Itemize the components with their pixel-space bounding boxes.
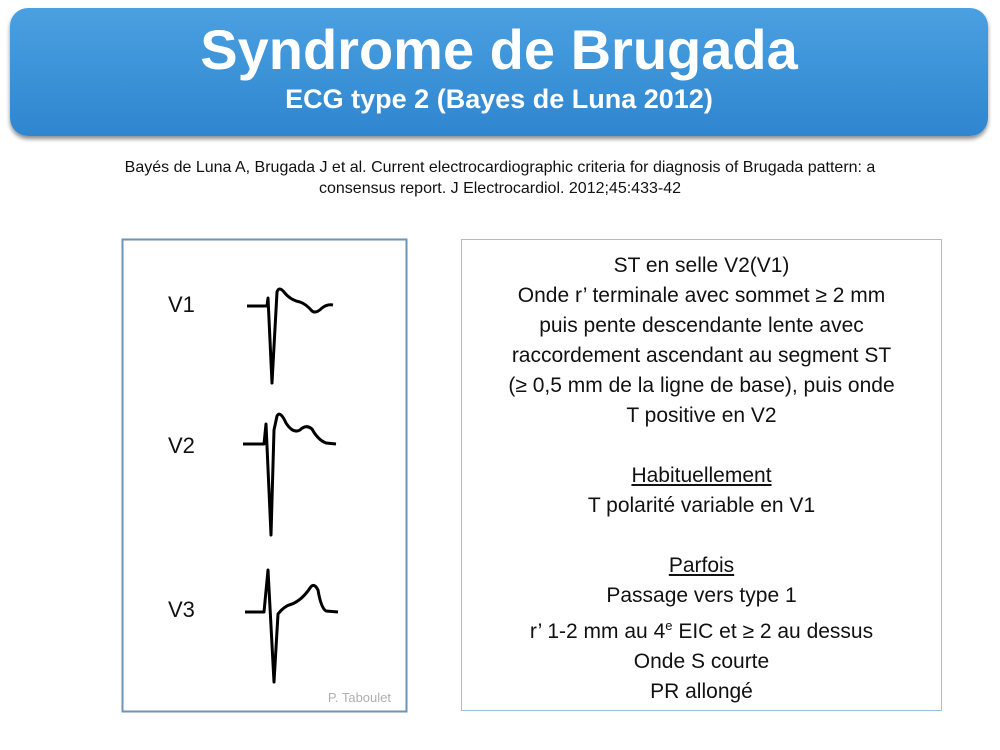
- reference-citation: Bayés de Luna A, Brugada J et al. Curren…: [20, 157, 980, 199]
- ecg-trace-v1: [247, 287, 334, 385]
- ecg-trace-v2: [243, 412, 337, 537]
- criteria-line: (≥ 0,5 mm de la ligne de base), puis ond…: [508, 374, 895, 397]
- sometimes-line: Onde S courte: [633, 650, 770, 673]
- citation-line: Bayés de Luna A, Brugada J et al. Curren…: [124, 159, 876, 176]
- ecg-panel: [121, 238, 408, 713]
- criteria-box: ST en selle V2(V1) Onde r’ terminale ave…: [461, 239, 942, 711]
- superscript: e: [665, 618, 673, 633]
- text-part: r’ 1-2 mm au 4: [529, 620, 666, 643]
- criteria-line: puis pente descendante lente avec: [539, 314, 864, 337]
- sometimes-line: Passage vers type 1: [606, 584, 797, 607]
- sometimes-line: PR allongé: [650, 680, 753, 703]
- sometimes-line: r’ 1-2 mm au 4e EIC et ≥ 2 au dessus: [462, 611, 941, 647]
- criteria-line: T positive en V2: [626, 404, 777, 427]
- usually-heading: Habituellement: [631, 464, 772, 487]
- criteria-line: Onde r’ terminale avec sommet ≥ 2 mm: [517, 284, 886, 307]
- slide-subtitle: ECG type 2 (Bayes de Luna 2012): [285, 84, 713, 114]
- title-banner: Syndrome de Brugada ECG type 2 (Bayes de…: [10, 8, 988, 136]
- sometimes-heading: Parfois: [668, 554, 735, 577]
- lead-label-v2: V2: [168, 433, 195, 458]
- ecg-trace-v3: [245, 568, 339, 684]
- criteria-line: ST en selle V2(V1): [613, 254, 790, 277]
- lead-label-v1: V1: [168, 292, 195, 317]
- slide-title: Syndrome de Brugada: [200, 18, 798, 81]
- usually-text: T polarité variable en V1: [587, 494, 816, 517]
- author-credit: P. Taboulet: [328, 690, 392, 705]
- citation-line: consensus report. J Electrocardiol. 2012…: [319, 180, 681, 197]
- criteria-line: raccordement ascendant au segment ST: [511, 344, 892, 367]
- lead-label-v3: V3: [168, 597, 195, 622]
- text-part: EIC et ≥ 2 au dessus: [672, 620, 874, 643]
